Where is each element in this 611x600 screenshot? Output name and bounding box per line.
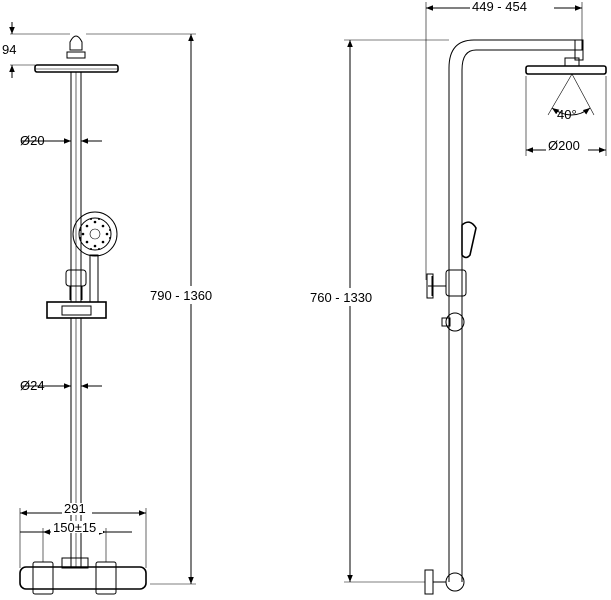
side-view: 40° Ø200 449 - 454 xyxy=(308,0,607,595)
side-spray-angle-label: 40° xyxy=(557,107,577,122)
front-lower-pipe-diameter-label: Ø24 xyxy=(20,378,45,393)
hand-shower xyxy=(72,211,118,303)
side-hand-shower xyxy=(461,221,477,270)
side-arm-reach-label: 449 - 454 xyxy=(472,0,527,14)
side-total-height-label: 760 - 1330 xyxy=(310,290,372,305)
front-view: 94 Ø20 Ø24 790 - 1360 291 150±15 xyxy=(2,22,236,595)
front-head-offset-label: 94 xyxy=(2,42,16,57)
front-inlet-spacing-label: 150±15 xyxy=(53,520,96,535)
front-upper-pipe-diameter-label: Ø20 xyxy=(20,133,45,148)
side-head-diameter-label: Ø200 xyxy=(548,138,580,153)
slide-holder xyxy=(46,301,107,319)
overhead-shower-head xyxy=(34,64,119,73)
mixer-body xyxy=(19,557,147,595)
front-mixer-width-label: 291 xyxy=(64,501,86,516)
front-total-height-label: 790 - 1360 xyxy=(150,288,212,303)
side-overhead-shower-head xyxy=(525,65,607,75)
